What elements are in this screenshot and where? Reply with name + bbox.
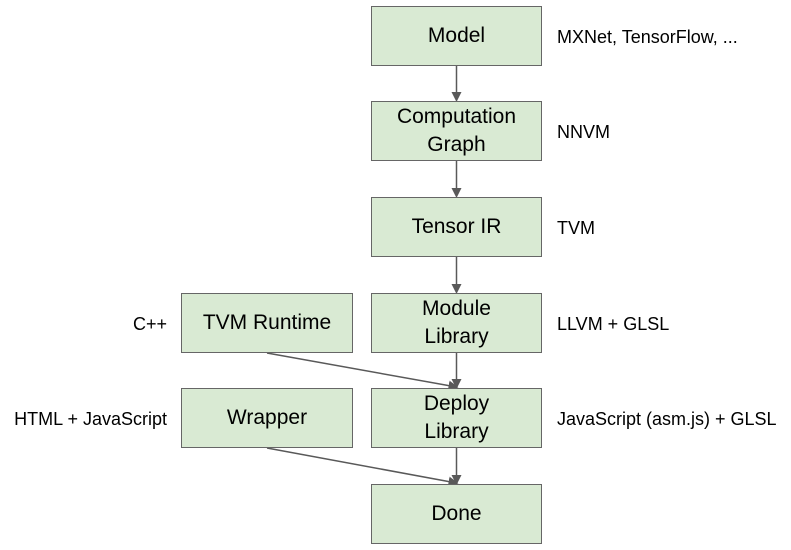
wrapper-annotation: HTML + JavaScript [14,409,167,429]
arrow-tvm_runtime-to-deploy_library [266,352,459,391]
tensor-ir-label: Tensor IR [411,215,502,238]
deploy-library-annotation: JavaScript (asm.js) + GLSL [557,409,777,429]
model-label: Model [427,24,486,47]
tensor-ir-annotation: TVM [557,218,595,238]
wrapper-label: Wrapper [226,406,308,429]
done-label: Done [431,502,482,525]
arrow-wrapper-to-done [266,447,459,487]
model-annotation: MXNet, TensorFlow, ... [557,27,738,47]
graph-annotation: NNVM [557,122,610,142]
tvm-runtime-label: TVM Runtime [202,311,332,334]
tvm-runtime-annotation: C++ [132,314,167,334]
tensor-ir-box: Tensor IR [371,197,542,257]
wrapper-box: Wrapper [181,388,353,448]
tvm-runtime-box: TVM Runtime [181,293,353,353]
done-box: Done [371,484,542,544]
model-box: Model [371,6,542,66]
module-library-annotation: LLVM + GLSL [557,314,670,334]
